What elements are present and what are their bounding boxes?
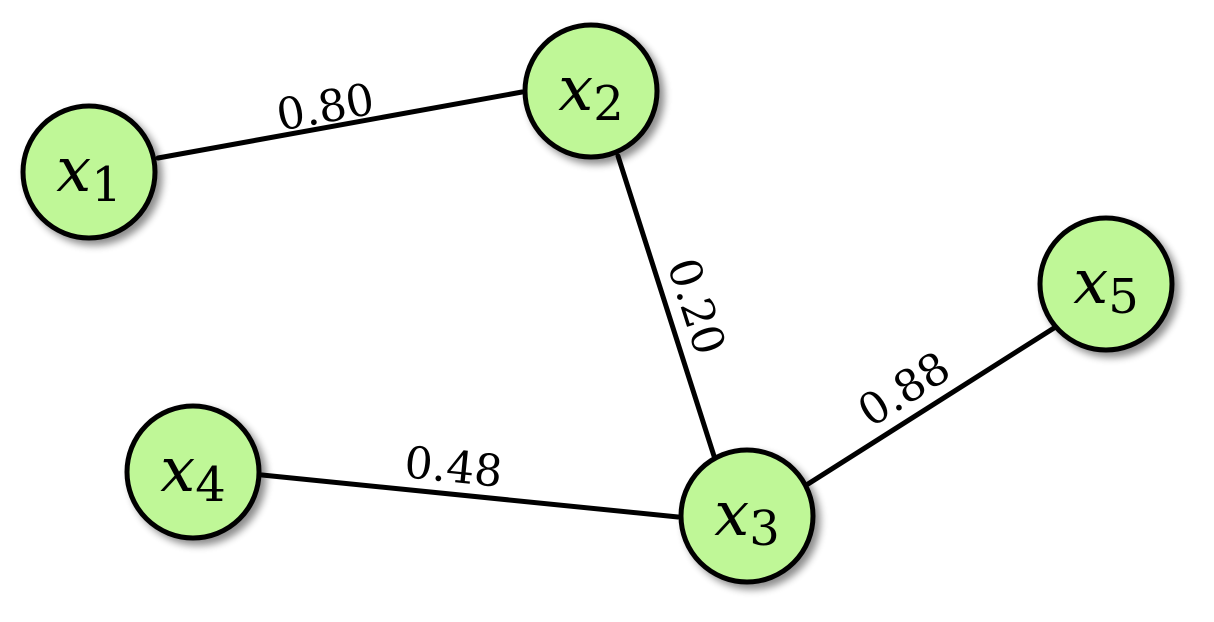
node-x2: x2 bbox=[522, 22, 660, 160]
node-x3: x3 bbox=[678, 447, 816, 585]
node-label: x2 bbox=[558, 52, 624, 132]
nodes-layer: x1 x2 x3 x4 x5 bbox=[20, 22, 1175, 585]
node-label: x4 bbox=[160, 433, 226, 513]
edge-x4-x3 bbox=[259, 472, 681, 520]
node-label: x5 bbox=[1073, 245, 1139, 325]
node-circle bbox=[678, 447, 816, 585]
node-circle bbox=[124, 403, 262, 541]
edge-label-x1-x2: 0.80 bbox=[273, 74, 379, 142]
node-label: x1 bbox=[56, 133, 122, 213]
node-x5: x5 bbox=[1037, 215, 1175, 353]
node-circle bbox=[20, 103, 158, 241]
edge-x1-x2 bbox=[155, 89, 525, 161]
edges-layer bbox=[155, 89, 1057, 520]
node-x1: x1 bbox=[20, 103, 158, 241]
edge-labels-layer: 0.80 0.20 0.48 0.88 bbox=[273, 74, 960, 498]
node-x4: x4 bbox=[124, 403, 262, 541]
node-circle bbox=[1037, 215, 1175, 353]
edge-x2-x3 bbox=[615, 153, 717, 459]
node-circle bbox=[522, 22, 660, 160]
node-label: x3 bbox=[714, 477, 780, 557]
edge-x3-x5 bbox=[805, 325, 1057, 487]
edge-label-x4-x3: 0.48 bbox=[402, 437, 505, 498]
